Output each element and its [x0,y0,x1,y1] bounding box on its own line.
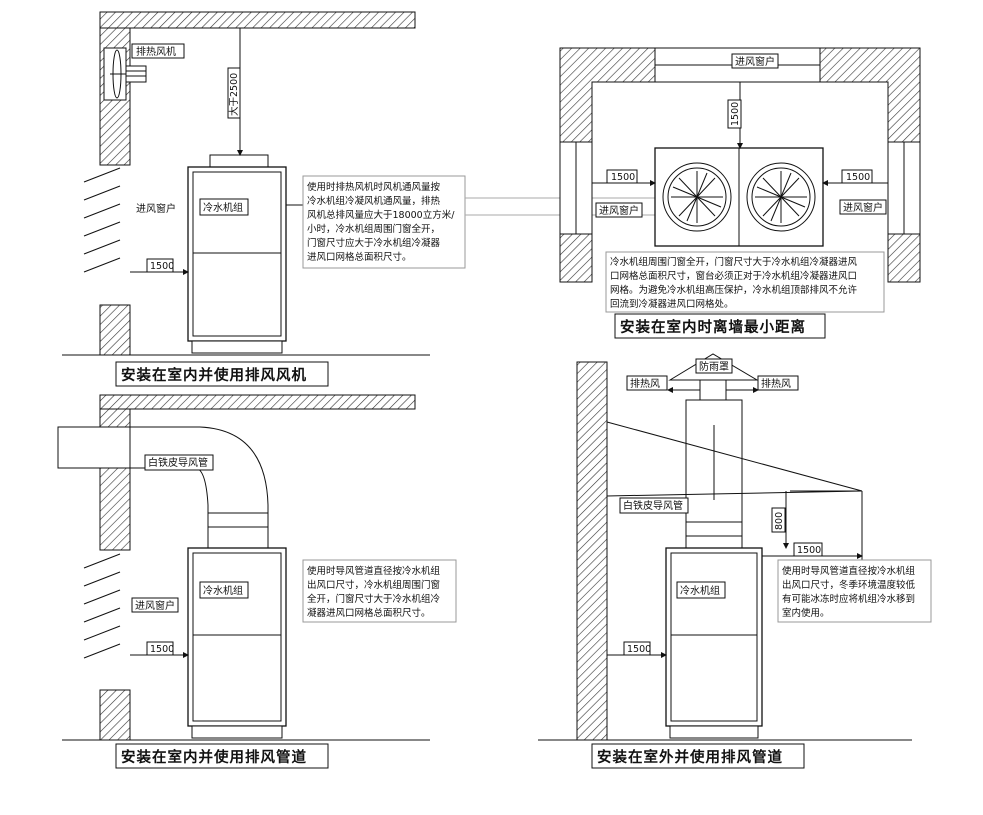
panel-title: 安装在室内时离墙最小距离 [620,318,806,336]
exhaust-right-label: 排热风 [761,377,791,390]
exhaust-fan-icon [110,49,147,99]
note-line: 使用时导风管道直径按冷水机组 [782,565,916,577]
note-line: 出风口尺寸，冷水机组周围门窗 [307,579,440,591]
note-line: 凝器进风口网格总面积尺寸。 [307,607,431,619]
panel-top-left: 大于2500 排热风机 冷水机组 进风窗户 1500 使用时排热风机时风机通风量… [62,11,466,387]
note-line: 冷水机组冷凝风机通风量，排热 [307,195,441,207]
dim-1500-top-label: 1500 [797,545,821,556]
note-line: 门窗尺寸应大于冷水机组冷凝器 [307,237,441,249]
note-line: 使用时排热风机时风机通风量按 [307,181,441,193]
ceiling [99,394,416,410]
duct-label: 白铁皮导风管 [148,456,208,469]
dim-1500-label: 1500 [627,644,651,655]
note-line: 风机总排风量应大于18000立方米/ [307,209,455,221]
wall-mid [99,467,131,551]
note-box [777,559,932,623]
note-line: 出风口尺寸，冬季环境温度较低 [782,579,916,591]
note-line: 全开，门窗尺寸大于冷水机组冷 [307,593,441,605]
window-top-label: 进风窗户 [735,55,775,68]
support-brace [606,421,863,497]
note-line: 网格。为避免冷水机组高压保护，冷水机组顶部排风不允许 [610,284,858,296]
panel-title: 安装在室内并使用排风风机 [121,366,307,384]
exhaust-left-label: 排热风 [630,377,660,390]
chiller-top-view [654,147,824,247]
duct-label: 白铁皮导风管 [623,499,683,512]
wall-lower [99,304,131,356]
note-box [302,559,457,623]
dim-right-label: 1500 [846,172,870,183]
inlet-label: 进风窗户 [136,202,176,215]
condenser-fan-icon [662,162,732,232]
note-line: 冷水机组周围门窗全开，门窗尺寸大于冷水机组冷凝器进风 [610,256,858,268]
note-box [605,251,885,313]
dim-1500-label: 1500 [150,261,174,272]
dim-left-label: 1500 [611,172,635,183]
wall-upper [99,408,131,428]
wall-top [559,47,921,283]
vertical-duct [685,399,743,549]
dim-800-label: 800 [774,512,785,530]
chiller-unit [187,547,287,739]
note-line: 使用时导风管道直径按冷水机组 [307,565,441,577]
unit-label: 冷水机组 [203,201,243,214]
louver-lines [83,167,121,273]
unit-label: 冷水机组 [680,584,720,597]
chiller-unit [665,547,763,739]
chiller-unit [187,154,287,354]
dim-1500-label: 1500 [150,644,174,655]
panel-title: 安装在室内并使用排风管道 [121,748,307,766]
wall-lower [99,689,131,741]
panel-top-right: 进风窗户 [559,47,921,339]
rain-cap-label: 防雨罩 [699,360,729,373]
panel-bottom-left: 白铁皮导风管 冷水机组 进风窗户 1500 使用时导风管道直径按冷水机组 出风口… [57,394,457,769]
unit-label: 冷水机组 [203,584,243,597]
note-line: 回流到冷凝器进风口网格处。 [610,298,734,310]
exhaust-duct [57,426,269,549]
panel-title: 安装在室外并使用排风管道 [597,748,783,766]
condenser-fan-icon [746,162,816,232]
note-box [302,175,466,269]
window-right-label: 进风窗户 [843,201,883,214]
louver-lines [83,553,121,659]
note-line: 进风口网格总面积尺寸。 [307,251,412,263]
note-line: 室内使用。 [782,607,830,619]
note-line: 口网格总面积尺寸，窗台必须正对于冷水机组冷凝器进风口 [610,270,857,282]
exterior-wall [576,361,608,741]
note-line: 小时，冷水机组周围门窗全开， [307,223,440,235]
window-left-label: 进风窗户 [599,204,639,217]
note-line: 有可能冰冻时应将机组冷水移到 [782,593,915,605]
ceiling [99,11,416,29]
dim-top-label: 1500 [730,102,741,126]
fan-label: 排热风机 [136,45,176,58]
inlet-label: 进风窗户 [135,599,175,612]
height-dim-label: 大于2500 [228,73,240,116]
panel-bottom-right: 防雨罩 排热风 排热风 白铁皮导风管 800 1500 [538,353,932,769]
